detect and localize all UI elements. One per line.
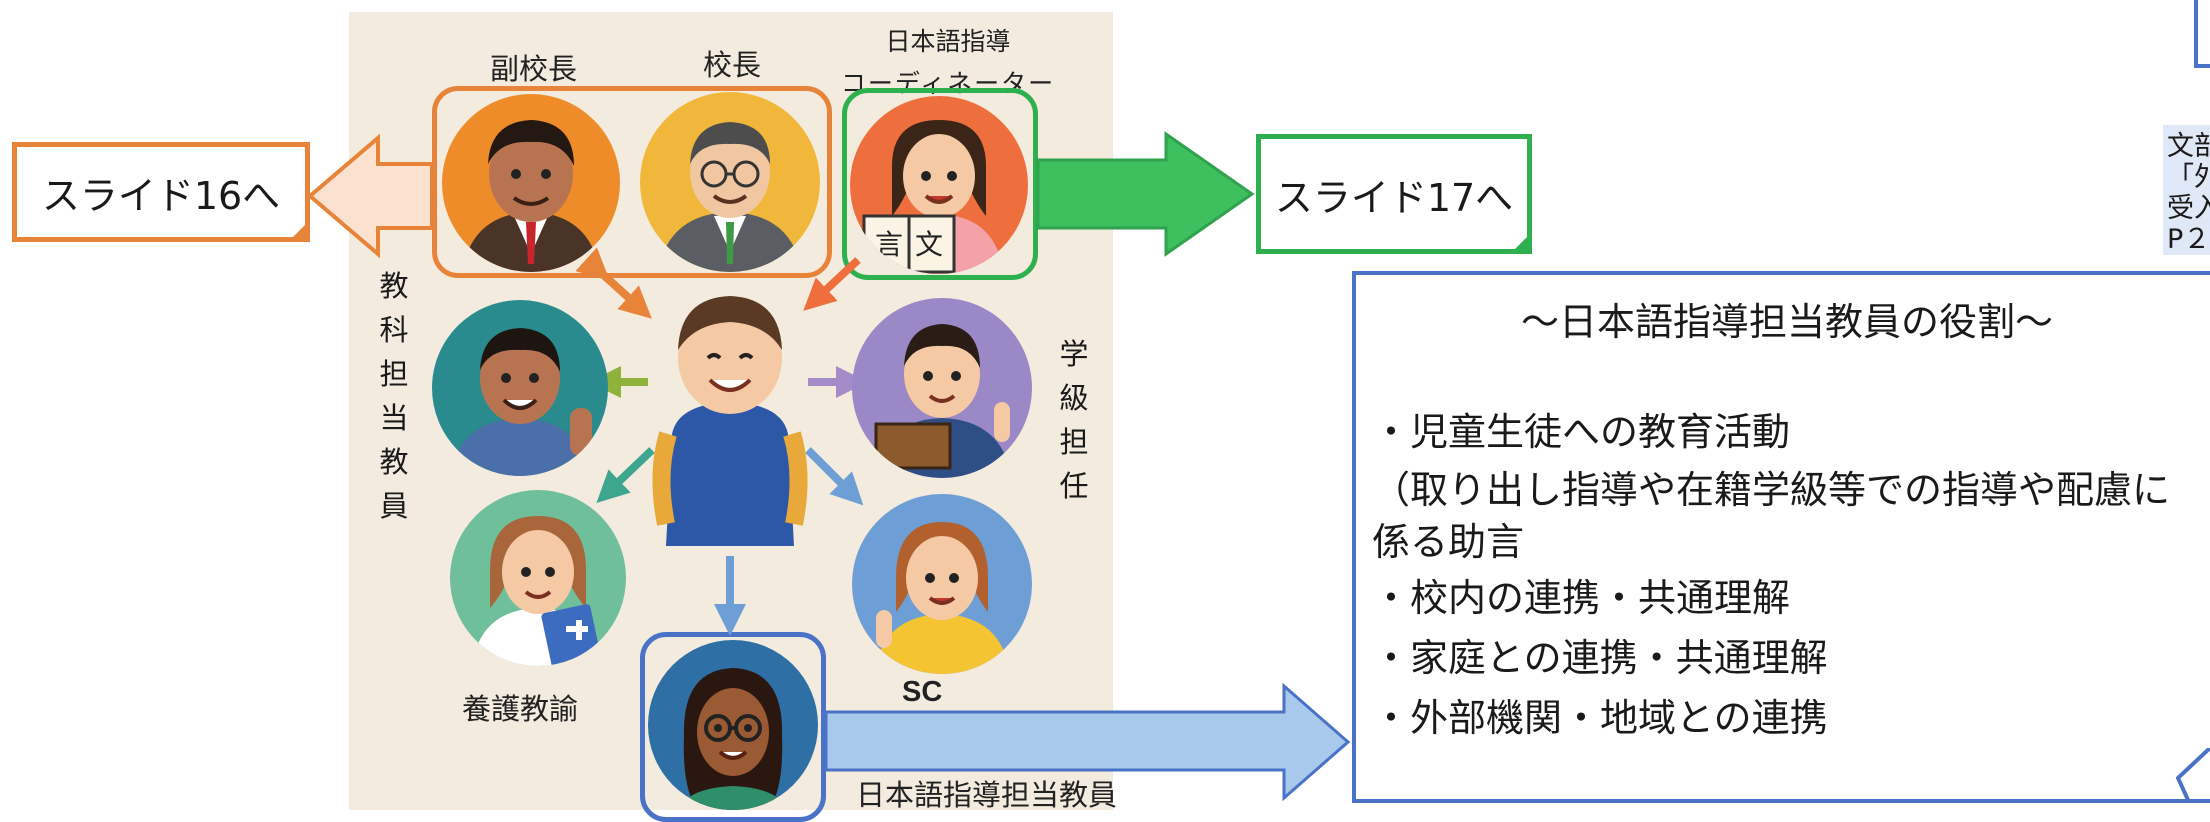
role-line-6: ・外部機関・地域との連携 [1372,696,1828,740]
coordinator-frame [842,88,1038,280]
coordinator-avatar: 言 文 [850,96,1028,274]
slide17-link[interactable]: スライド17へ [1256,134,1532,254]
jsl-teacher-avatar [648,640,818,810]
label-principal: 校長 [703,48,762,82]
role-box-corner [2176,748,2210,801]
student-figure [648,284,812,546]
slide16-link[interactable]: スライド16へ [12,142,310,242]
label-coordinator-line1: 日本語指導 [885,27,1011,56]
arrow-admin-student [575,247,652,319]
label-jsl-teacher: 日本語指導担当教員 [856,778,1118,812]
role-line-1: ・児童生徒への教育活動 [1372,410,1791,454]
label-school-nurse: 養護教諭 [462,692,579,726]
role-line-5: ・家庭との連携・共通理解 [1372,636,1828,680]
slide17-corner [1512,234,1530,252]
role-line-4: ・校内の連携・共通理解 [1372,576,1791,620]
book-glyph-2: 文 [915,228,943,261]
slide16-link-label: スライド16へ [41,173,281,218]
role-line-3: 係る助言 [1372,520,1525,564]
reference-line-1: 文部 [2167,131,2210,162]
label-vice-principal: 副校長 [490,52,578,86]
principal-avatar [640,92,820,272]
subject-teacher-avatar [432,300,608,476]
vice-principal-avatar [442,94,620,272]
label-subject-teacher: 教科担当教員 [379,269,409,523]
arrow-to-slide17 [1036,131,1255,257]
label-counselor: SC [902,676,943,708]
homeroom-teacher-avatar [852,298,1032,478]
jsl-teacher-role-box: ～日本語指導担当教員の役割～ ・児童生徒への教育活動 （取り出し指導や在籍学級等… [1352,271,2210,803]
slide16-corner [290,222,308,240]
reference-line-2: 「外 [2167,162,2210,193]
school-nurse-avatar [450,490,626,666]
reference-note: 文部 「外 受入 P２ [2163,125,2210,255]
role-line-2: （取り出し指導や在籍学級等での指導や配慮に [1372,468,2171,512]
arrow-student-sc [805,447,864,506]
reference-line-4: P２ [2167,224,2210,255]
role-box-title: ～日本語指導担当教員の役割～ [1520,300,2053,344]
label-homeroom-teacher: 学級担任 [1059,337,1089,503]
top-right-box-fragment [2194,0,2210,68]
counselor-avatar [852,494,1032,674]
reference-line-3: 受入 [2167,193,2210,224]
arrow-to-role-box [824,682,1351,802]
slide17-link-label: スライド17へ [1274,175,1514,220]
arrow-student-nurse [596,447,655,504]
arrow-coordinator-student [803,257,861,311]
arrow-to-slide16 [306,133,434,259]
